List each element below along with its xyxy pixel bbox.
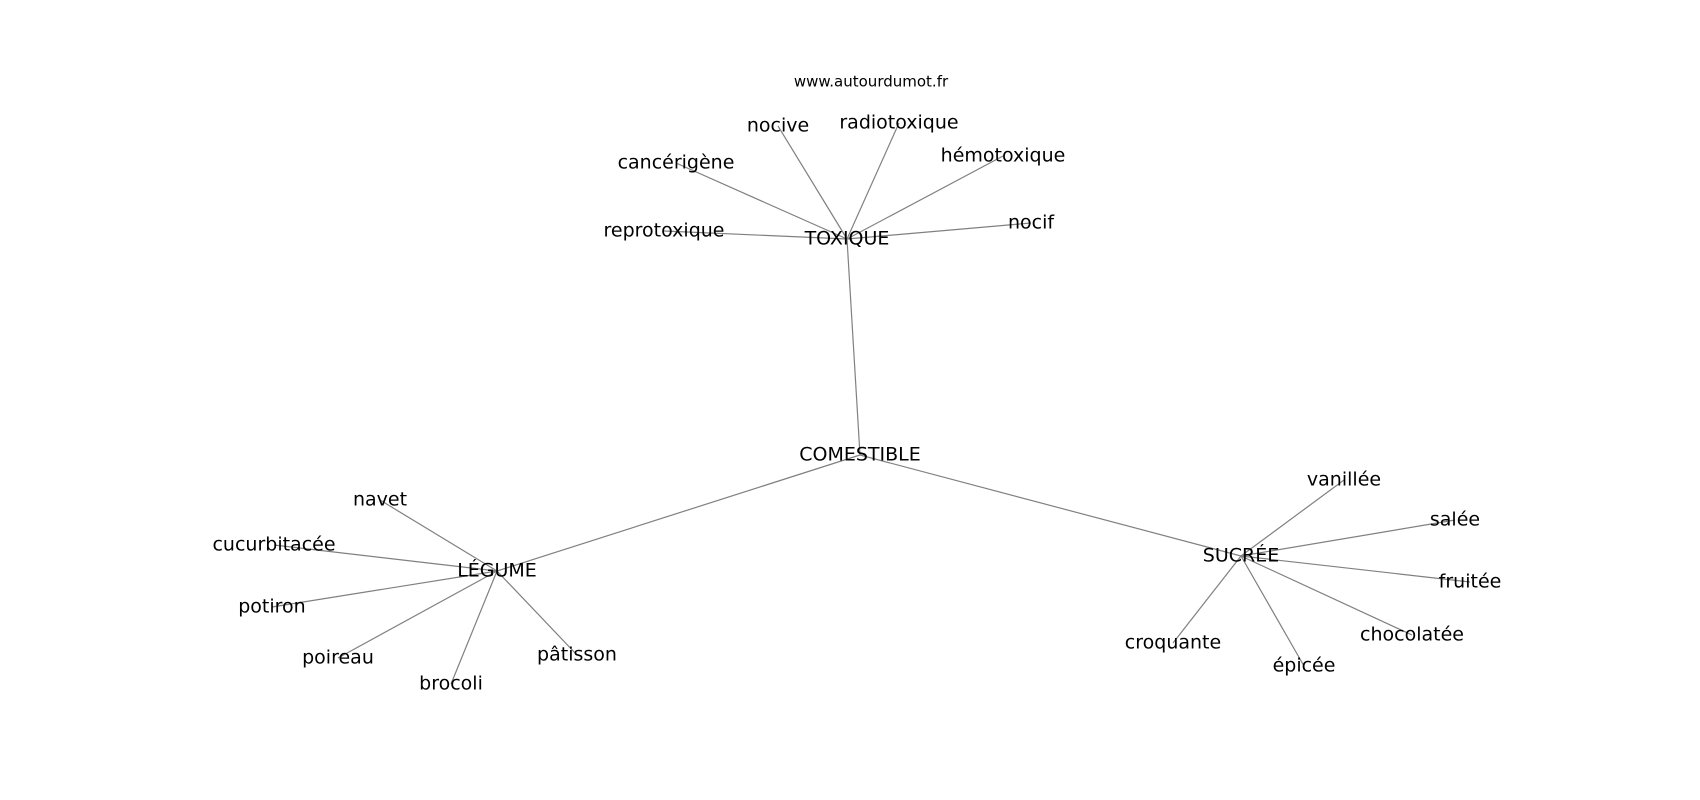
edge-legume-cucurbitacee	[273, 544, 498, 572]
edge-sucree-vanillee	[1240, 479, 1345, 557]
edge-toxique-hemotoxique	[846, 155, 1004, 240]
node-cucurbitacee: cucurbitacée	[212, 534, 335, 556]
edge-sucree-chocolatee	[1240, 555, 1413, 636]
node-potiron: potiron	[238, 596, 305, 618]
edge-legume-brocoli	[450, 570, 498, 685]
edge-comestible-toxique	[846, 238, 861, 456]
edge-toxique-nocif	[846, 222, 1032, 240]
node-epicee: épicée	[1273, 655, 1336, 677]
node-cancerigene: cancérigène	[618, 152, 735, 174]
edge-toxique-radiotoxique	[846, 122, 900, 240]
graph-edges	[271, 122, 1471, 685]
edge-legume-poireau	[337, 570, 498, 659]
edge-toxique-nocive	[777, 125, 848, 240]
node-radiotoxique: radiotoxique	[839, 112, 958, 134]
node-hemotoxique: hémotoxique	[941, 145, 1066, 167]
edge-sucree-epicee	[1240, 555, 1305, 667]
site-url-label: www.autourdumot.fr	[794, 73, 949, 91]
edge-legume-potiron	[271, 570, 498, 608]
node-chocolatee: chocolatée	[1360, 624, 1464, 646]
node-vanillee: vanillée	[1307, 469, 1381, 491]
edge-comestible-sucree	[859, 454, 1242, 557]
edge-comestible-legume	[496, 454, 861, 572]
edge-toxique-reprotoxique	[663, 230, 848, 240]
edge-toxique-cancerigene	[675, 162, 848, 240]
node-nocif: nocif	[1008, 212, 1055, 234]
node-legume: LÉGUME	[457, 559, 537, 582]
edge-legume-patisson	[496, 570, 578, 656]
node-comestible: COMESTIBLE	[799, 444, 921, 466]
node-poireau: poireau	[302, 647, 374, 669]
node-sucree: SUCRÉE	[1203, 544, 1279, 567]
edge-sucree-salee	[1240, 519, 1456, 557]
edge-legume-navet	[379, 499, 498, 572]
graph-labels: www.autourdumot.fr COMESTIBLE TOXIQUE noci…	[212, 73, 1501, 695]
node-croquante: croquante	[1125, 632, 1221, 654]
node-brocoli: brocoli	[419, 673, 483, 695]
edge-sucree-croquante	[1172, 555, 1242, 644]
node-fruitee: fruitée	[1439, 571, 1502, 593]
node-reprotoxique: reprotoxique	[604, 220, 725, 242]
node-toxique: TOXIQUE	[804, 228, 890, 250]
node-salee: salée	[1430, 509, 1480, 531]
node-navet: navet	[353, 489, 407, 511]
node-nocive: nocive	[747, 115, 809, 137]
edge-sucree-fruitee	[1240, 555, 1471, 583]
node-patisson: pâtisson	[537, 644, 617, 666]
